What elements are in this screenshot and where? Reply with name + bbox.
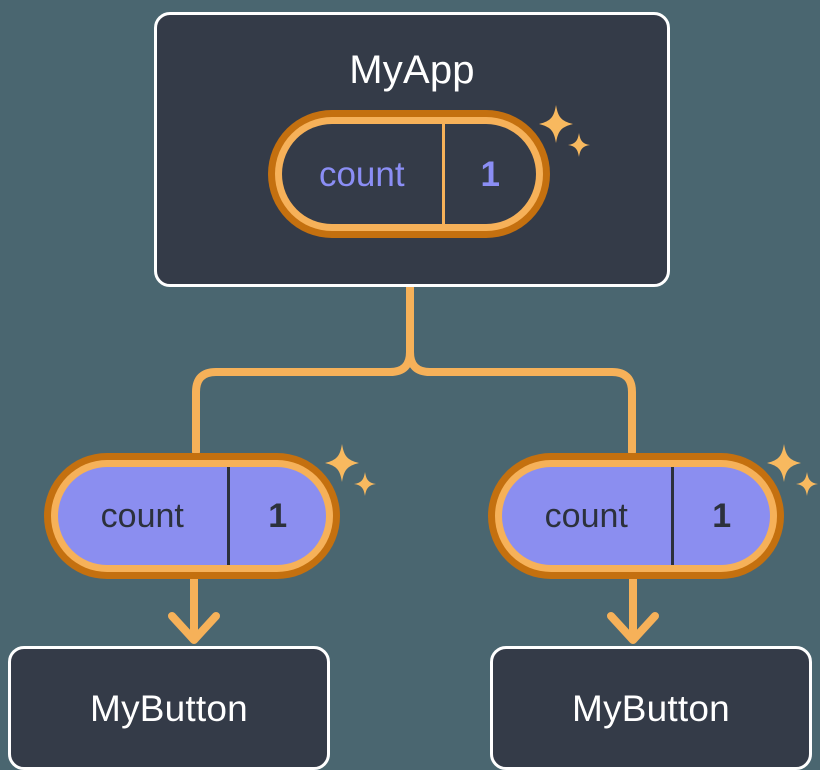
state-pill-inner-ring: count 1 [275,117,543,231]
state-pill-body: count 1 [58,467,326,565]
state-pill-key: count [282,124,445,224]
state-pill-inner-ring: count 1 [51,460,333,572]
state-pill-body: count 1 [502,467,770,565]
connector-left-branch [192,283,414,456]
state-pill-inner-ring: count 1 [495,460,777,572]
arrow-down-icon-left [168,612,220,644]
state-pill-value: 1 [480,154,500,194]
connector-right-branch [406,283,636,456]
state-pill-body: count 1 [282,124,536,224]
state-pill-value: 1 [268,497,288,535]
component-card-mybutton-right[interactable]: MyButton [490,646,812,770]
card-title-myapp: MyApp [349,48,475,92]
arrow-down-icon-right [607,612,659,644]
card-title-mybutton: MyButton [90,687,248,729]
component-card-mybutton-left[interactable]: MyButton [8,646,330,770]
state-pill-left[interactable]: count 1 [44,453,340,579]
state-pill-key: count [58,467,230,565]
state-pill-value: 1 [712,497,732,535]
state-pill-myapp[interactable]: count 1 [268,110,550,238]
card-title-mybutton: MyButton [572,687,730,729]
state-pill-key: count [502,467,674,565]
state-pill-right[interactable]: count 1 [488,453,784,579]
